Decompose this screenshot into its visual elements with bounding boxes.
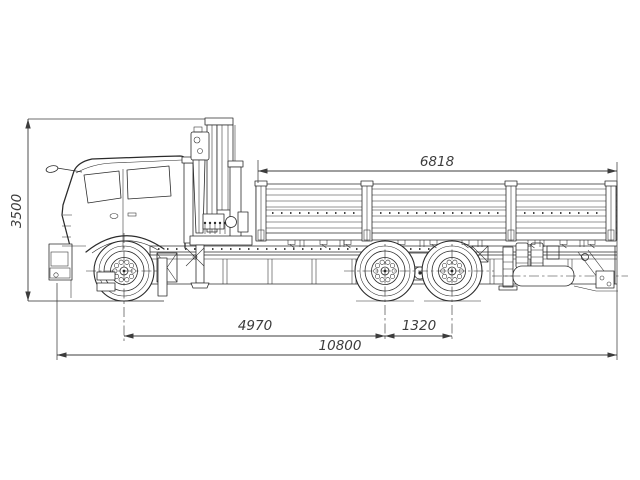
- rear-axle-spacing-label: 1320: [402, 318, 436, 334]
- bed-stake-posts: [254, 180, 618, 242]
- cargo-bed: [254, 180, 618, 249]
- crane-control-levers: [203, 221, 227, 234]
- truck-cab: [45, 155, 196, 298]
- wheel-centerlines: [86, 231, 494, 341]
- rear-mudguard-bracket: [573, 249, 618, 292]
- dimension-overall-length: 10800: [56, 283, 617, 360]
- crane-column: [206, 124, 234, 233]
- side-mirror: [45, 165, 83, 173]
- cab-front-window: [83, 170, 122, 204]
- crane-manipulator: [185, 117, 253, 289]
- front-mudflap: [157, 257, 168, 297]
- dimension-wheelbase: 4970: [124, 318, 385, 339]
- door-handle: [127, 212, 137, 217]
- crane-folded-boom: [190, 126, 210, 234]
- front-bumper: [48, 243, 73, 298]
- dimensions: 3500 6818 4970 1320 10800: [9, 118, 618, 360]
- overall-length-label: 10800: [319, 338, 362, 354]
- bed-side-panels: [255, 183, 618, 241]
- wheels: [86, 231, 494, 341]
- bed-post: [360, 180, 374, 242]
- dimension-rear-axle-spacing: 1320: [385, 318, 452, 339]
- bed-post: [254, 180, 268, 242]
- wheelbase-label: 4970: [238, 318, 272, 334]
- dimension-height: 3500: [9, 118, 205, 301]
- front-fender-arch: [85, 235, 165, 254]
- brand-badge: [109, 213, 119, 219]
- front-grille-lines: [62, 214, 86, 247]
- height-label: 3500: [9, 194, 25, 228]
- bed-length-label: 6818: [420, 154, 454, 170]
- air-reservoirs: [471, 242, 560, 269]
- cab-door-window: [126, 165, 172, 200]
- bed-cross-bearers: [299, 240, 585, 247]
- crane-mechanism: [202, 211, 249, 233]
- crane-base: [189, 235, 253, 246]
- dimension-bed-length: 6818: [257, 154, 618, 360]
- rear-stabilizer-jack: [498, 246, 518, 291]
- crane-top-cap: [204, 117, 234, 126]
- bed-post: [504, 180, 518, 242]
- headlamp: [50, 251, 69, 267]
- bed-post: [604, 180, 618, 242]
- crane-outrigger: [185, 244, 210, 289]
- cab-steps: [96, 271, 116, 292]
